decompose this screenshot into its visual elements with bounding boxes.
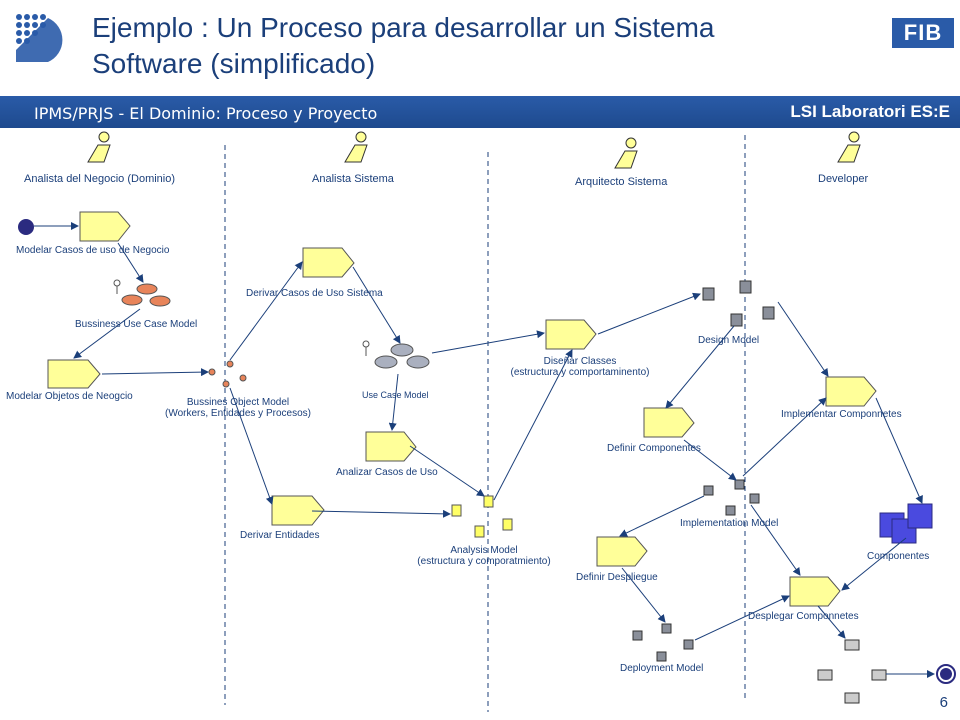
activity-desplegar <box>789 576 841 607</box>
activity-modelar-objetos <box>47 359 101 389</box>
title-line-2: Software (simplificado) <box>92 48 376 79</box>
label-implementation-model: Implementation Model <box>680 518 779 529</box>
implementation-model-icon <box>703 479 760 516</box>
label-modelar-objetos: Modelar Objetos de Neogcio <box>6 391 133 402</box>
analysis-model-icon <box>451 495 513 538</box>
activity-shapes <box>47 211 877 607</box>
label-derivar-entidades: Derivar Entidades <box>240 530 320 541</box>
swimlane-dividers <box>224 135 746 712</box>
role-architect-icon <box>614 137 638 169</box>
use-case-model-icon <box>362 340 430 369</box>
label-analysis-line1: Analysis Model <box>450 545 518 556</box>
label-analizar-casos: Analizar Casos de Uso <box>336 467 438 478</box>
banner-subtitle: IPMS/PRJS - El Dominio: Proceso y Proyec… <box>34 104 378 123</box>
label-componentes: Componentes <box>867 551 930 562</box>
label-disenar-clases: Diseñar Classes (estructura y comportami… <box>490 356 670 378</box>
label-business-object-model: Bussines Object Model (Workers, Entidade… <box>148 397 328 419</box>
title-line-1: Ejemplo : Un Proceso para desarrollar un… <box>92 12 715 43</box>
activity-disenar-clases <box>545 319 597 350</box>
banner-lab: LSI Laboratori ES:E <box>790 102 950 121</box>
label-definir-despliegue: Definir Despliegue <box>576 572 658 583</box>
activity-derivar-entidades <box>271 495 325 526</box>
label-business-object-line1: Bussines Object Model <box>186 397 290 408</box>
activity-implementar <box>825 376 877 407</box>
label-use-case-model: Use Case Model <box>362 390 429 400</box>
label-desplegar: Desplegar Componnetes <box>748 611 859 622</box>
activity-modelar-casos <box>79 211 131 242</box>
page-number: 6 <box>939 694 948 711</box>
label-definir-componentes: Definir Componentes <box>607 443 701 454</box>
design-model-icon <box>702 280 775 327</box>
label-analysis-model: Analysis Model (estructura y comporatmie… <box>396 545 572 567</box>
label-business-object-line2: (Workers, Entidades y Procesos) <box>165 408 311 419</box>
flow-arrows <box>34 222 935 678</box>
start-node <box>18 219 34 235</box>
deployment-model-icon <box>632 623 694 662</box>
role-business-analyst-icon <box>87 131 111 163</box>
label-deployment-model: Deployment Model <box>620 663 704 674</box>
role-icons <box>87 131 861 169</box>
componentes-icon <box>879 503 933 544</box>
fib-logo: FIB <box>892 18 954 48</box>
role-label-developer: Developer <box>818 173 869 185</box>
role-developer-icon <box>837 131 861 163</box>
activity-definir-despliegue <box>596 536 648 567</box>
activity-definir-componentes <box>643 407 695 438</box>
business-object-model-icon <box>208 360 247 388</box>
activity-analizar-casos <box>365 431 417 462</box>
label-modelar-casos: Modelar Casos de uso de Negocio <box>16 245 170 256</box>
page-title: Ejemplo : Un Proceso para desarrollar un… <box>92 10 872 82</box>
header-banner <box>0 96 960 128</box>
role-system-analyst-icon <box>344 131 368 163</box>
label-derivar-casos: Derivar Casos de Uso Sistema <box>246 288 383 299</box>
upc-logo <box>12 10 68 66</box>
label-disenar-line2: (estructura y comportaminento) <box>510 367 650 378</box>
label-analysis-line2: (estructura y comporatmiento) <box>417 556 551 567</box>
label-disenar-line1: Diseñar Classes <box>543 356 617 367</box>
label-implementar: Implementar Componnetes <box>781 409 902 420</box>
role-label-architect: Arquitecto Sistema <box>575 176 668 188</box>
activity-derivar-casos <box>302 247 355 278</box>
label-design-model: Design Model <box>698 335 760 346</box>
role-label-business-analyst: Analista del Negocio (Dominio) <box>24 173 176 185</box>
business-use-case-model-icon <box>113 279 171 307</box>
computer-nodes-icon <box>817 639 887 704</box>
role-label-system-analyst: Analista Sistema <box>312 173 394 185</box>
label-business-use-case-model: Bussiness Use Case Model <box>75 319 198 330</box>
